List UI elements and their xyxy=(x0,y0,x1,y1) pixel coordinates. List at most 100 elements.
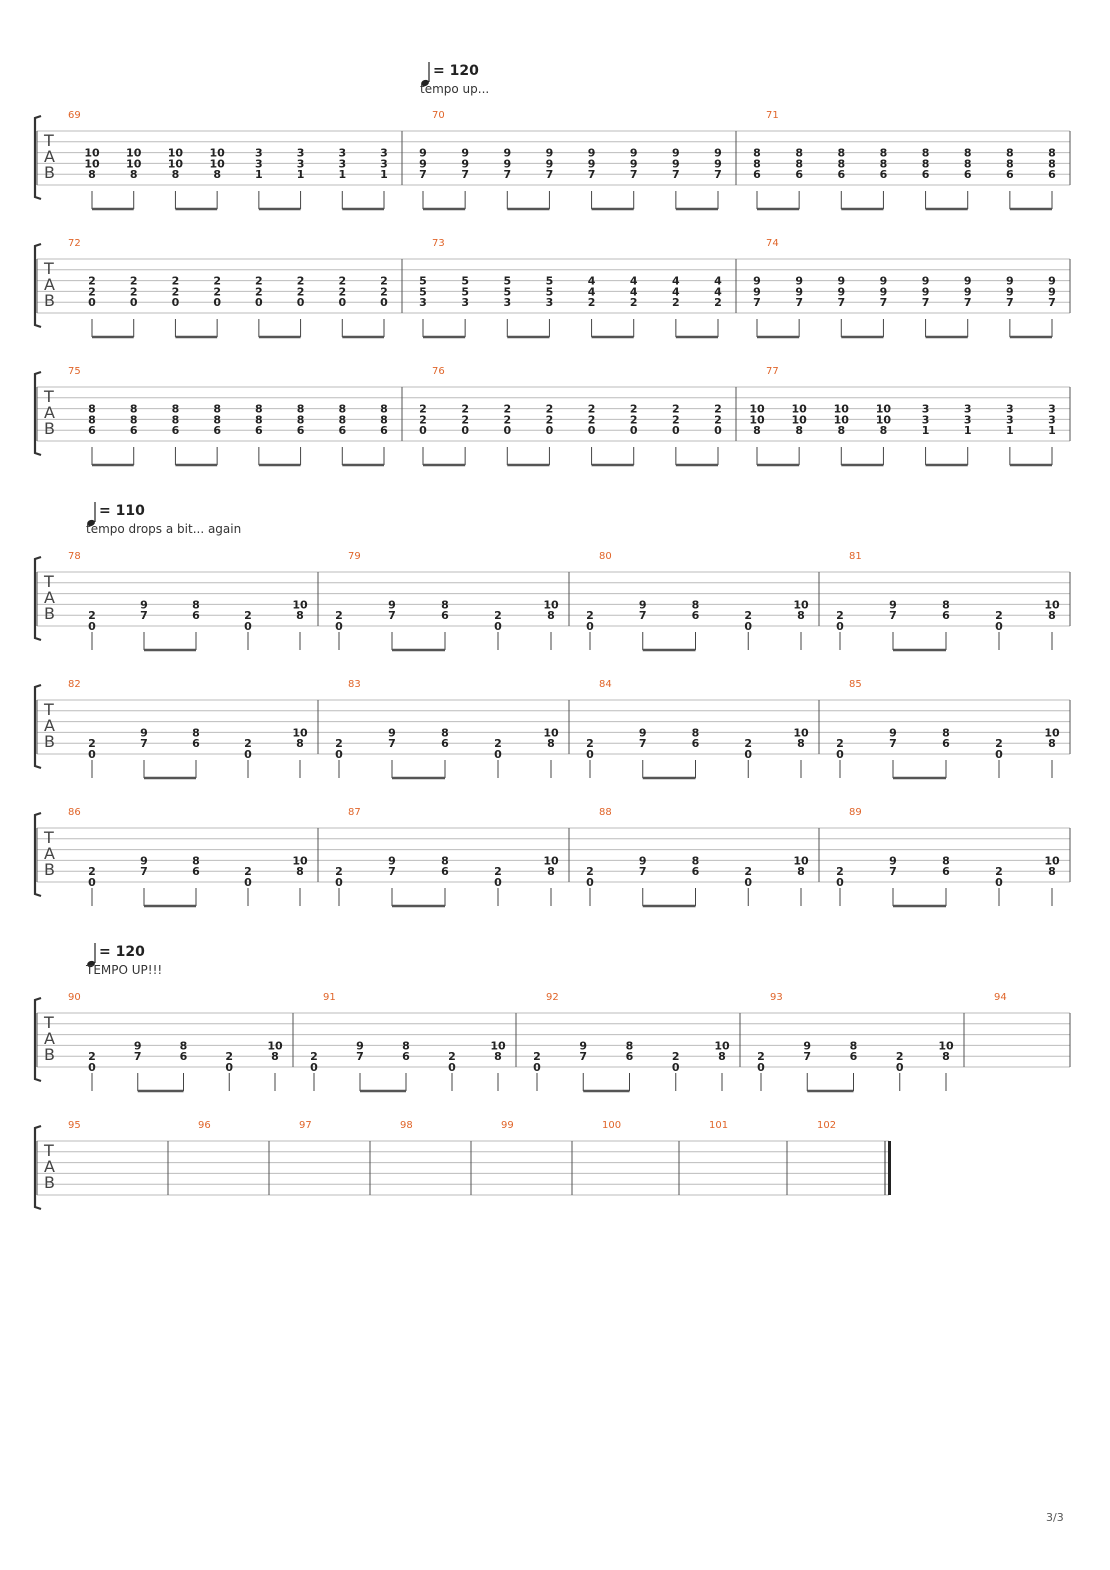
system-bracket xyxy=(33,1124,42,1211)
tab-clef-letter: T xyxy=(43,1141,54,1160)
fret-number: 7 xyxy=(964,296,972,309)
fret-number: 10 xyxy=(292,726,308,739)
fret-number: 10 xyxy=(543,854,559,867)
fret-number: 1 xyxy=(922,424,930,437)
fret-number: 6 xyxy=(441,737,449,750)
fret-number: 2 xyxy=(172,275,180,288)
fret-number: 4 xyxy=(588,285,596,298)
measure-number: 101 xyxy=(709,1120,728,1131)
fret-number: 3 xyxy=(964,413,972,426)
fret-number: 3 xyxy=(380,147,388,160)
fret-number: 2 xyxy=(503,403,511,416)
fret-number: 8 xyxy=(795,147,803,160)
measure-number: 69 xyxy=(68,110,81,121)
fret-number: 6 xyxy=(441,865,449,878)
fret-number: 8 xyxy=(441,726,449,739)
tab-clef-letter: B xyxy=(44,604,55,623)
fret-number: 8 xyxy=(837,424,845,437)
tab-clef-letter: T xyxy=(43,1013,54,1032)
fret-number: 8 xyxy=(296,737,304,750)
system-bracket xyxy=(33,242,42,329)
fret-number: 2 xyxy=(586,865,594,878)
fret-number: 4 xyxy=(714,275,722,288)
fret-number: 3 xyxy=(546,296,554,309)
fret-number: 4 xyxy=(630,275,638,288)
fret-number: 0 xyxy=(335,876,343,889)
fret-number: 10 xyxy=(209,157,225,170)
fret-number: 9 xyxy=(140,598,148,611)
fret-number: 3 xyxy=(338,157,346,170)
fret-number: 0 xyxy=(836,620,844,633)
fret-number: 0 xyxy=(172,296,180,309)
fret-number: 10 xyxy=(876,413,892,426)
fret-number: 10 xyxy=(126,147,142,160)
fret-number: 9 xyxy=(922,285,930,298)
fret-number: 2 xyxy=(836,865,844,878)
fret-number: 2 xyxy=(714,413,722,426)
measure-number: 89 xyxy=(849,807,862,818)
fret-number: 0 xyxy=(297,296,305,309)
measure-number: 88 xyxy=(599,807,612,818)
fret-number: 3 xyxy=(255,157,263,170)
tab-clef-letter: T xyxy=(43,572,54,591)
fret-number: 2 xyxy=(172,285,180,298)
tempo-text: TEMPO UP!!! xyxy=(85,963,162,977)
measure-number: 78 xyxy=(68,551,81,562)
fret-number: 8 xyxy=(172,168,180,181)
fret-number: 0 xyxy=(255,296,263,309)
fret-number: 3 xyxy=(380,157,388,170)
tab-clef-letter: T xyxy=(43,700,54,719)
fret-number: 6 xyxy=(192,865,200,878)
fret-number: 9 xyxy=(803,1039,811,1052)
fret-number: 6 xyxy=(753,168,761,181)
fret-number: 8 xyxy=(718,1050,726,1063)
fret-number: 0 xyxy=(588,424,596,437)
fret-number: 3 xyxy=(1048,413,1056,426)
measure-number: 71 xyxy=(766,110,779,121)
fret-number: 6 xyxy=(1006,168,1014,181)
fret-number: 9 xyxy=(134,1039,142,1052)
fret-number: 2 xyxy=(546,413,554,426)
system-bracket xyxy=(33,683,42,770)
fret-number: 2 xyxy=(461,403,469,416)
fret-number: 6 xyxy=(850,1050,858,1063)
fret-number: 0 xyxy=(461,424,469,437)
fret-number: 0 xyxy=(672,424,680,437)
fret-number: 0 xyxy=(494,620,502,633)
measure-number: 84 xyxy=(599,679,612,690)
fret-number: 1 xyxy=(1048,424,1056,437)
fret-number: 8 xyxy=(192,726,200,739)
fret-number: 3 xyxy=(461,296,469,309)
fret-number: 9 xyxy=(461,157,469,170)
fret-number: 0 xyxy=(836,748,844,761)
fret-number: 4 xyxy=(588,275,596,288)
tab-clef-letter: A xyxy=(44,716,55,735)
measure-number: 91 xyxy=(323,992,336,1003)
fret-number: 10 xyxy=(1044,726,1060,739)
fret-number: 9 xyxy=(880,275,888,288)
tab-clef-letter: A xyxy=(44,844,55,863)
fret-number: 0 xyxy=(88,876,96,889)
fret-number: 7 xyxy=(388,609,396,622)
fret-number: 10 xyxy=(1044,598,1060,611)
fret-number: 9 xyxy=(639,598,647,611)
fret-number: 2 xyxy=(297,275,305,288)
fret-number: 2 xyxy=(744,609,752,622)
fret-number: 6 xyxy=(88,424,96,437)
fret-number: 9 xyxy=(1048,275,1056,288)
fret-number: 9 xyxy=(714,157,722,170)
measure-number: 95 xyxy=(68,1120,81,1131)
fret-number: 6 xyxy=(402,1050,410,1063)
fret-number: 10 xyxy=(834,403,850,416)
fret-number: 2 xyxy=(419,413,427,426)
fret-number: 0 xyxy=(586,748,594,761)
fret-number: 7 xyxy=(419,168,427,181)
fret-number: 10 xyxy=(543,598,559,611)
fret-number: 7 xyxy=(922,296,930,309)
fret-number: 8 xyxy=(797,609,805,622)
fret-number: 9 xyxy=(630,147,638,160)
fret-number: 4 xyxy=(672,275,680,288)
